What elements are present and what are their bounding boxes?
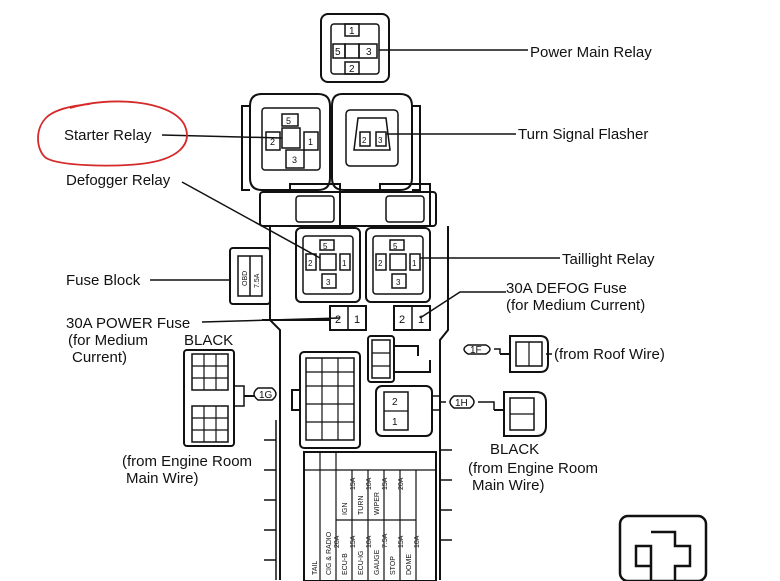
fuse-block-label: Fuse Block — [66, 272, 141, 289]
fuse-block — [229, 247, 271, 305]
fuse-label: CIG & RADIO — [326, 531, 333, 575]
defogger-relay: 5 2 1 3 — [295, 227, 361, 303]
power-fuse-line1: 30A POWER Fuse — [66, 315, 191, 332]
pin-1-label: 1 — [392, 417, 398, 428]
fuse-label: TAIL — [312, 561, 319, 575]
svg-text:1: 1 — [354, 314, 360, 326]
engine-room-left-label: (from Engine Room Main Wire) — [122, 453, 252, 487]
fuse-label: STOP — [390, 556, 397, 575]
engine-room-plug-right — [494, 391, 547, 437]
svg-text:3: 3 — [292, 155, 297, 165]
taillight-relay-label: Taillight Relay — [562, 251, 655, 268]
fuse-label: IGN — [342, 503, 349, 515]
starter-relay-highlight — [37, 100, 188, 167]
turn-signal-flasher: 2 3 — [331, 93, 413, 191]
fuse-label: TURN — [358, 496, 365, 515]
tag-1h-shape — [449, 395, 475, 409]
svg-text:5: 5 — [335, 47, 341, 58]
fuse-amp: 10A — [414, 535, 421, 548]
fuse-panel — [303, 451, 437, 581]
svg-text:3: 3 — [396, 278, 401, 287]
defog-fuse-label: 30A DEFOG Fuse (for Medium Current) — [506, 280, 645, 314]
connector-1g-left — [183, 349, 254, 447]
svg-text:2: 2 — [362, 136, 367, 145]
tag-1g: 1G — [259, 390, 273, 401]
svg-text:2: 2 — [308, 259, 313, 268]
svg-text:5: 5 — [323, 242, 328, 251]
svg-text:1: 1 — [412, 259, 417, 268]
pin-2-label: 2 — [392, 397, 398, 408]
svg-text:1: 1 — [418, 314, 424, 326]
svg-text:1: 1 — [342, 259, 347, 268]
center-connector — [291, 351, 361, 449]
fuse-block-obd-text: OBD — [242, 271, 249, 286]
tag-1g-shape — [253, 387, 277, 401]
fuse-block-amp-text: 7.5A — [254, 273, 261, 288]
engine-left-line1: (from Engine Room — [122, 453, 253, 470]
tag-1f-shape — [463, 344, 491, 355]
svg-text:5: 5 — [393, 242, 398, 251]
middle-connector-row — [259, 183, 437, 227]
cross-symbol — [618, 514, 708, 581]
svg-text:3: 3 — [366, 47, 372, 58]
starter-relay-housing: 5 2 1 3 — [249, 93, 331, 191]
fuse-panel-labels: IGN TURN WIPER CIG & RADIO ECU-B ECU-IG … — [312, 477, 421, 575]
fuse-label: GAUGE — [374, 549, 381, 575]
defog-fuse: 2 1 — [393, 305, 431, 331]
svg-text:5: 5 — [286, 116, 291, 126]
engine-right-line2: Main Wire) — [472, 477, 545, 494]
fuse-amp: 10A — [366, 477, 373, 490]
defog-fuse-line2: (for Medium Current) — [506, 297, 646, 314]
fuse-amp: 15A — [350, 477, 357, 490]
roof-wire-plug — [500, 335, 549, 373]
black-right-label: BLACK — [490, 441, 540, 458]
leader-lines — [150, 49, 560, 355]
fuse-amp: 7.5A — [382, 533, 389, 548]
taillight-relay: 5 2 1 3 — [365, 227, 431, 303]
turn-signal-flasher-label: Turn Signal Flasher — [518, 126, 649, 143]
svg-text:1: 1 — [308, 137, 313, 147]
starter-relay-label: Starter Relay — [64, 127, 152, 144]
fuse-amp: 15A — [398, 535, 405, 548]
fuse-amp: 20A — [398, 477, 405, 490]
engine-right-line1: (from Engine Room — [468, 460, 599, 477]
fuse-amp: 10A — [366, 535, 373, 548]
defogger-relay-label: Defogger Relay — [66, 172, 171, 189]
engine-room-right-label: (from Engine Room Main Wire) — [468, 460, 598, 494]
fuse-amp: 20A — [334, 535, 341, 548]
tag-1h: 1H — [455, 398, 468, 409]
tag-1f: 1F — [470, 345, 482, 356]
roof-wire-label: (from Roof Wire) — [554, 346, 665, 363]
black-left-label: BLACK — [184, 332, 234, 349]
fuse-label: WIPER — [374, 492, 381, 515]
power-fuse-line3: Current) — [72, 349, 128, 366]
svg-text:2: 2 — [399, 314, 405, 326]
fuse-label: ECU-IG — [358, 551, 365, 576]
svg-text:1: 1 — [349, 26, 355, 37]
power-fuse-line2: (for Medium — [68, 332, 149, 349]
svg-text:2: 2 — [270, 137, 275, 147]
svg-text:3: 3 — [378, 136, 383, 145]
svg-text:2: 2 — [378, 259, 383, 268]
svg-text:3: 3 — [326, 278, 331, 287]
fuse-amp: 15A — [350, 535, 357, 548]
power-main-relay: 1 5 3 2 — [320, 13, 390, 83]
fuse-label: ECU-B — [342, 553, 349, 575]
connector-1h-housing — [375, 385, 441, 437]
engine-left-line2: Main Wire) — [126, 470, 199, 487]
fuse-label: DOME — [406, 554, 413, 575]
svg-text:2: 2 — [349, 64, 355, 75]
defog-fuse-line1: 30A DEFOG Fuse — [506, 280, 627, 297]
power-main-relay-label: Power Main Relay — [530, 44, 652, 61]
fuse-amp: 15A — [382, 477, 389, 490]
power-fuse-label: 30A POWER Fuse (for Medium Current) — [66, 315, 190, 366]
svg-text:2: 2 — [335, 314, 341, 326]
connector-1f-housing — [367, 335, 431, 383]
